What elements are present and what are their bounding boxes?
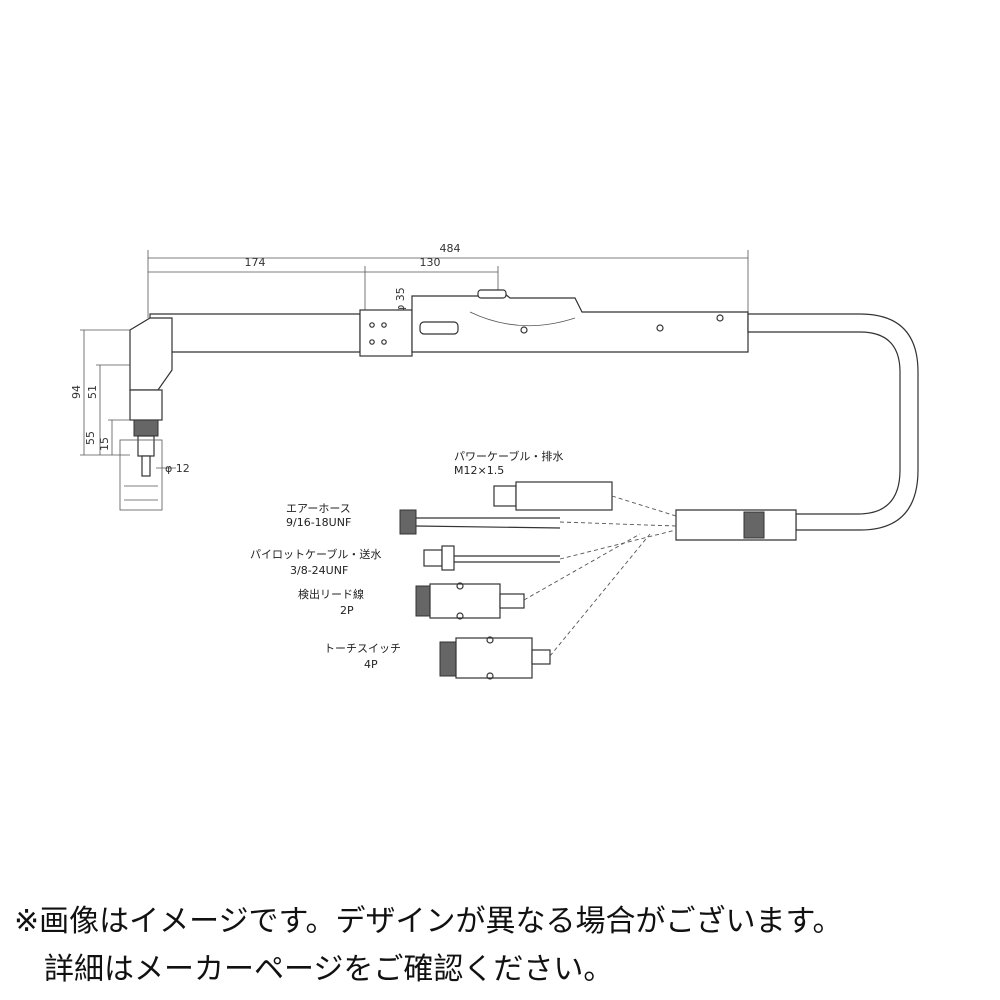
disclaimer-line-1: ※画像はイメージです。デザインが異なる場合がございます。 [14, 904, 843, 939]
power-cable-label: パワーケーブル・排水 [454, 449, 563, 463]
torch-body [129, 289, 749, 477]
dimension-phi35-label: φ 35 [394, 287, 407, 312]
dimension-phi12-label: φ 12 [165, 462, 190, 475]
dimension-55-label: 55 [84, 431, 97, 445]
dimension-130-label: 130 [420, 256, 441, 269]
torch-switch-label: トーチスイッチ [324, 642, 401, 655]
detect-pins-label: 2P [340, 604, 354, 617]
dimension-partial-lengths: 174 130 [148, 256, 499, 318]
dimension-15-label: 15 [98, 437, 111, 451]
power-thread-label: M12×1.5 [454, 464, 504, 477]
pilot-cable-connector [423, 529, 677, 571]
air-thread-label: 9/16-18UNF [286, 516, 351, 529]
dimension-vertical-set: 94 51 55 15 φ 12 [70, 329, 190, 511]
air-hose-connector [399, 509, 677, 535]
switch-pins-label: 4P [364, 658, 378, 671]
dimension-484-label: 484 [440, 242, 461, 255]
detect-lead-connector [415, 533, 641, 620]
pilot-cable-label: パイロットケーブル・送水 [250, 547, 381, 561]
cable-loop [675, 313, 919, 541]
image-disclaimer: ※画像はイメージです。デザインが異なる場合がございます。 詳細はメーカーページを… [14, 898, 986, 994]
torch-switch-connector [439, 533, 651, 680]
power-cable-connector [493, 481, 677, 517]
detect-lead-label: 検出リード線 [298, 587, 364, 601]
disclaimer-line-2: 詳細はメーカーページをご確認ください。 [44, 952, 614, 987]
dimension-94-label: 94 [70, 385, 83, 399]
dimension-174-label: 174 [245, 256, 266, 269]
dimension-51-label: 51 [86, 385, 99, 399]
pilot-thread-label: 3/8-24UNF [290, 564, 348, 577]
dimension-total-length: 484 [147, 242, 749, 318]
air-hose-label: エアーホース [286, 502, 351, 515]
